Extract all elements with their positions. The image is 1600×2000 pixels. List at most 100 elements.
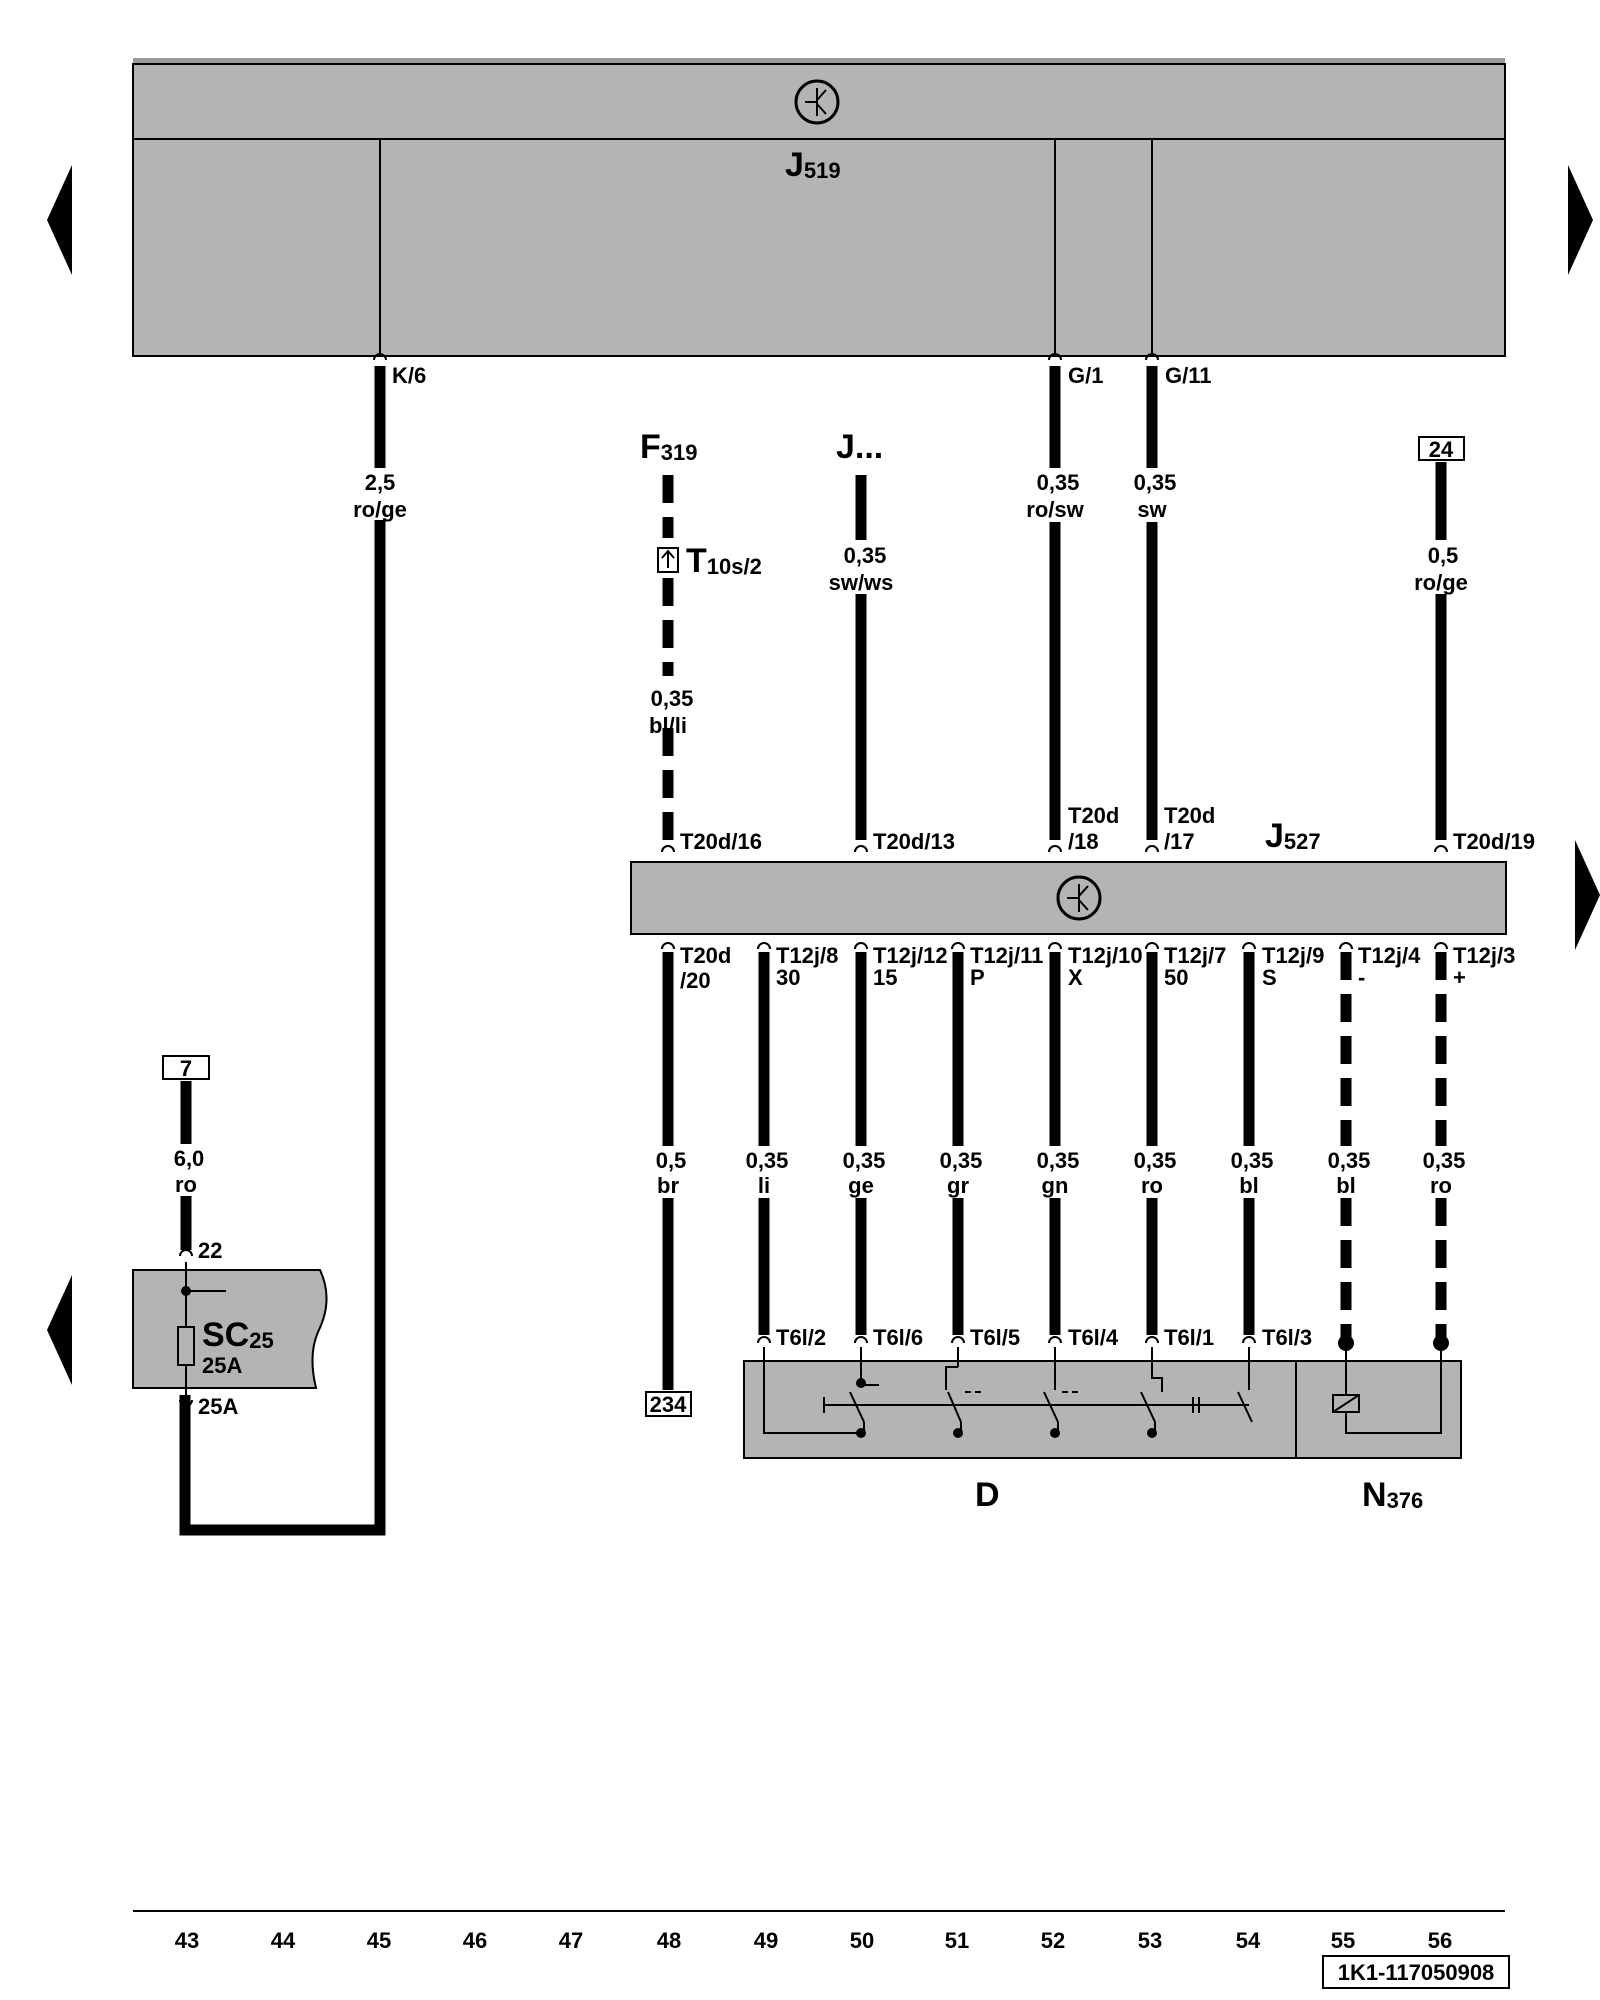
- wire-54-color: bl: [1239, 1173, 1259, 1198]
- wire-52b-color: gn: [1042, 1173, 1069, 1198]
- svg-text:+: +: [1453, 965, 1466, 990]
- pin-t20d19: T20d/19: [1434, 829, 1535, 854]
- wire-51-size: 0,35: [940, 1148, 983, 1173]
- wire-56a-size: 0,5: [1428, 543, 1459, 568]
- svg-text:T20d/19: T20d/19: [1453, 829, 1535, 854]
- wire-52b-size: 0,35: [1037, 1148, 1080, 1173]
- pin-t6l2: T6l/2: [757, 1325, 826, 1350]
- pin-t6l6: T6l/6: [854, 1325, 923, 1350]
- svg-text:24: 24: [1429, 437, 1454, 462]
- ref-box-7[interactable]: 7: [162, 1055, 210, 1081]
- wire-53a-size: 0,35: [1134, 470, 1177, 495]
- arrow-left-icon[interactable]: [47, 165, 72, 275]
- doc-code: 1K1-117050908: [1322, 1955, 1510, 1989]
- arrow-left-icon[interactable]: [47, 1275, 72, 1385]
- svg-text:T6l/3: T6l/3: [1262, 1325, 1312, 1350]
- svg-text:49: 49: [754, 1928, 778, 1953]
- pin-t12j3: T12j/3 +: [1434, 942, 1515, 990]
- pin-t20d18: T20d /18: [1048, 803, 1119, 854]
- svg-text:30: 30: [776, 965, 800, 990]
- wire-53a-color: sw: [1137, 497, 1167, 522]
- svg-text:K/6: K/6: [392, 363, 426, 388]
- sc25-label: SC25: [202, 1316, 274, 1354]
- contact-dots: [856, 1378, 1157, 1438]
- svg-text:-: -: [1358, 965, 1365, 990]
- arrow-right-icon[interactable]: [1568, 165, 1593, 275]
- wire-56b-size: 0,35: [1423, 1148, 1466, 1173]
- d-label: D: [975, 1476, 1000, 1514]
- pin-t6l5: T6l/5: [951, 1325, 1020, 1350]
- wire-45-size: 2,5: [365, 470, 396, 495]
- pin-t12j8: T12j/8 30: [757, 942, 838, 990]
- svg-text:43: 43: [175, 1928, 199, 1953]
- pin-sc22: 22: [179, 1238, 222, 1263]
- svg-text:50: 50: [850, 1928, 874, 1953]
- pin-t12j7: T12j/7 50: [1145, 942, 1226, 990]
- wire-54-size: 0,35: [1231, 1148, 1274, 1173]
- j519-label: J519: [785, 146, 841, 184]
- svg-text:25A: 25A: [198, 1394, 238, 1419]
- wire-51-color: gr: [947, 1173, 969, 1198]
- wire-49-color: li: [758, 1173, 770, 1198]
- ignition-switch-d: [743, 1360, 1297, 1459]
- wire-50a-size: 0,35: [844, 543, 887, 568]
- wire-48b-size: 0,5: [656, 1148, 687, 1173]
- svg-text:G/11: G/11: [1165, 363, 1211, 388]
- fuse-icon: [177, 1262, 226, 1400]
- svg-text:51: 51: [945, 1928, 969, 1953]
- svg-text:234: 234: [650, 1392, 687, 1417]
- svg-text:T6l/5: T6l/5: [970, 1325, 1020, 1350]
- svg-text:/18: /18: [1068, 829, 1099, 854]
- svg-text:T12j/3: T12j/3: [1453, 943, 1515, 968]
- wire-53b-color: ro: [1141, 1173, 1163, 1198]
- svg-text:T12j/11: T12j/11: [970, 943, 1043, 968]
- wire-50b-size: 0,35: [843, 1148, 886, 1173]
- svg-text:7: 7: [180, 1056, 192, 1081]
- svg-text:T20d: T20d: [1164, 803, 1215, 828]
- plug-connector-icon: [657, 547, 679, 573]
- wire-56b-color: ro: [1430, 1173, 1452, 1198]
- ref-box-234[interactable]: 234: [645, 1391, 692, 1417]
- svg-text:T6l/4: T6l/4: [1068, 1325, 1119, 1350]
- svg-text:T12j/10: T12j/10: [1068, 943, 1143, 968]
- wire-43-color: ro: [175, 1172, 197, 1197]
- j519-module: [132, 63, 1506, 357]
- svg-text:50: 50: [1164, 965, 1188, 990]
- svg-text:T12j/9: T12j/9: [1262, 943, 1324, 968]
- wire-48b-color: br: [657, 1173, 679, 1198]
- svg-text:T20d: T20d: [1068, 803, 1119, 828]
- svg-text:T12j/4: T12j/4: [1358, 943, 1421, 968]
- pin-t12j9: T12j/9 S: [1242, 942, 1324, 990]
- ref-box-24[interactable]: 24: [1418, 436, 1465, 462]
- svg-text:47: 47: [559, 1928, 583, 1953]
- pin-t20d20: T20d /20: [661, 942, 731, 993]
- pin-t12j11: T12j/11 P: [951, 942, 1043, 990]
- svg-text:T6l/2: T6l/2: [776, 1325, 826, 1350]
- pin-t12j12: T12j/12 15: [854, 942, 948, 990]
- arrow-right-icon[interactable]: [1575, 840, 1600, 950]
- wire-53b-size: 0,35: [1134, 1148, 1177, 1173]
- svg-text:G/1: G/1: [1068, 363, 1103, 388]
- svg-text:P: P: [970, 965, 985, 990]
- svg-text:X: X: [1068, 965, 1083, 990]
- svg-text:53: 53: [1138, 1928, 1162, 1953]
- svg-text:46: 46: [463, 1928, 487, 1953]
- pin-t20d16: T20d/16: [661, 829, 762, 854]
- wire-48a-size: 0,35: [651, 686, 694, 711]
- svg-text:55: 55: [1331, 1928, 1355, 1953]
- transistor-icon: [1056, 875, 1102, 921]
- wire-49-size: 0,35: [746, 1148, 789, 1173]
- f319-label: F319: [640, 428, 698, 466]
- svg-text:T12j/7: T12j/7: [1164, 943, 1226, 968]
- svg-text:T12j/8: T12j/8: [776, 943, 838, 968]
- svg-text:44: 44: [271, 1928, 296, 1953]
- wire-48a-color: bl/li: [649, 713, 687, 738]
- svg-text:/20: /20: [680, 968, 711, 993]
- pin-sc25a: 25A: [179, 1394, 238, 1419]
- wire-56a-color: ro/ge: [1414, 570, 1468, 595]
- ignition-key-solenoid-n376: [1295, 1360, 1462, 1459]
- svg-text:T20d/16: T20d/16: [680, 829, 762, 854]
- svg-text:S: S: [1262, 965, 1277, 990]
- wire-55-color: bl: [1336, 1173, 1356, 1198]
- pin-g11: G/11: [1145, 353, 1211, 388]
